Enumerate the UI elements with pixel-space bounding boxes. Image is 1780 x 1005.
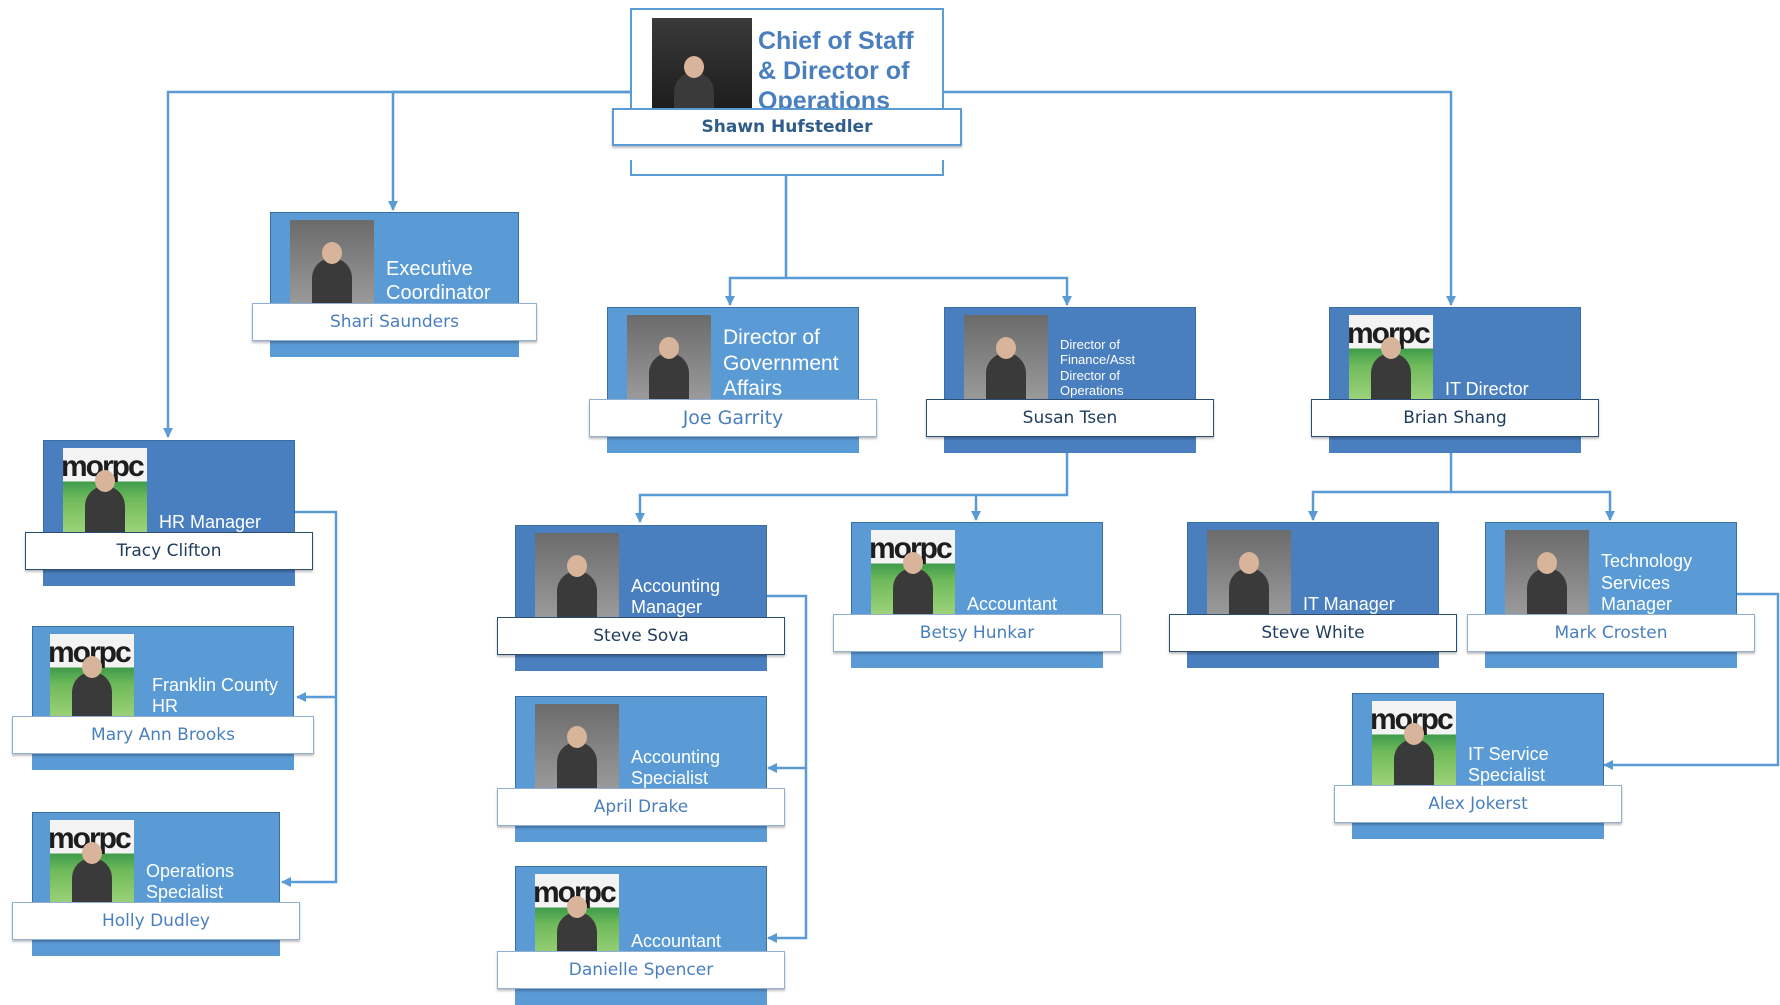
connector-hr-franklin xyxy=(293,510,338,702)
connector-chief-hr xyxy=(163,90,630,438)
name-label: Shari Saunders xyxy=(252,303,537,341)
connector-chief-itdir xyxy=(942,90,1456,306)
role-title: Accountant xyxy=(631,931,722,952)
card-accounting-specialist: Accounting Specialist April Drake xyxy=(497,696,785,842)
card-accountant-danielle: morpc Accountant Danielle Spencer xyxy=(497,866,785,1005)
photo-joe-garrity xyxy=(627,315,711,399)
name-label: Mary Ann Brooks xyxy=(12,716,314,754)
name-label: Mark Crosten xyxy=(1467,614,1755,652)
photo-mark-crosten xyxy=(1505,530,1589,614)
name-label: Danielle Spencer xyxy=(497,951,785,989)
role-title: IT Service Specialist xyxy=(1468,743,1549,786)
connector-acctmgr-spec xyxy=(764,594,808,773)
connector-chief-exec xyxy=(388,90,630,211)
card-director-finance: Director of Finance/Asst Director of Ope… xyxy=(926,307,1214,453)
card-franklin-county-hr: morpc Franklin County HR Mary Ann Brooks xyxy=(12,626,314,770)
name-label: Susan Tsen xyxy=(926,399,1214,437)
card-it-manager: IT Manager Steve White xyxy=(1169,522,1457,668)
name-label: Betsy Hunkar xyxy=(833,614,1121,652)
role-title: Accounting Manager xyxy=(631,575,721,618)
card-it-director: morpc IT Director Brian Shang xyxy=(1311,307,1599,453)
role-title: Technology Services Manager xyxy=(1601,551,1693,615)
name-label: Brian Shang xyxy=(1311,399,1599,437)
connector-acctmgr-acct2 xyxy=(767,768,808,943)
connector-itdir-children xyxy=(1308,452,1453,521)
role-title: Accountant xyxy=(967,594,1058,615)
role-title: Chief of Staff & Director of Operations xyxy=(758,27,914,115)
name-label: Steve Sova xyxy=(497,617,785,655)
name-label: April Drake xyxy=(497,788,785,826)
role-title: IT Director xyxy=(1445,379,1529,400)
photo-susan-tsen xyxy=(964,315,1048,399)
connector-techsvc-itsvc xyxy=(1603,592,1780,770)
role-title: Operations Specialist xyxy=(146,860,235,903)
connector-fin-children xyxy=(635,452,1069,523)
name-label: Steve White xyxy=(1169,614,1457,652)
card-technology-services-manager: Technology Services Manager Mark Crosten xyxy=(1467,522,1755,668)
role-title: Director of Government Affairs xyxy=(723,326,839,400)
role-title: Accounting Specialist xyxy=(631,746,721,789)
role-title: IT Manager xyxy=(1303,594,1395,615)
role-title: Director of Finance/Asst Director of Ope… xyxy=(1060,336,1136,399)
card-it-service-specialist: morpc IT Service Specialist Alex Jokerst xyxy=(1334,693,1622,839)
card-bottom-strip xyxy=(630,160,944,176)
name-label: Shawn Hufstedler xyxy=(612,108,962,146)
connector-hr-ops xyxy=(281,697,338,887)
photo-shawn-hufstedler xyxy=(652,18,752,118)
photo-april-drake xyxy=(535,704,619,788)
photo-steve-white xyxy=(1207,530,1291,614)
connector-chief-gov xyxy=(725,276,786,306)
card-accountant-betsy: morpc Accountant Betsy Hunkar xyxy=(833,522,1121,668)
name-label: Holly Dudley xyxy=(12,902,300,940)
name-label: Alex Jokerst xyxy=(1334,785,1622,823)
photo-danielle-spencer: morpc xyxy=(535,874,619,958)
card-director-government-affairs: Director of Government Affairs Joe Garri… xyxy=(589,307,877,453)
photo-tracy-clifton: morpc xyxy=(63,448,147,532)
photo-mary-ann-brooks: morpc xyxy=(50,634,134,718)
name-label: Joe Garrity xyxy=(589,399,877,437)
photo-brian-shang: morpc xyxy=(1349,315,1433,399)
card-accounting-manager: Accounting Manager Steve Sova xyxy=(497,525,785,671)
photo-steve-sova xyxy=(535,533,619,617)
connector-itdir-techsvc xyxy=(1451,490,1615,521)
role-title: HR Manager xyxy=(159,512,262,533)
name-label: Tracy Clifton xyxy=(25,532,313,570)
photo-alex-jokerst: morpc xyxy=(1372,701,1456,785)
role-title: Franklin County HR xyxy=(152,674,279,717)
photo-holly-dudley: morpc xyxy=(50,820,134,904)
connector-chief-fin xyxy=(786,276,1072,306)
card-hr-manager: morpc HR Manager Tracy Clifton xyxy=(25,440,313,586)
card-executive-coordinator: Executive Coordinator Shari Saunders xyxy=(252,212,537,357)
role-title: Executive Coordinator xyxy=(386,258,491,304)
photo-betsy-hunkar: morpc xyxy=(871,530,955,614)
card-chief-of-staff: Chief of Staff & Director of Operations … xyxy=(612,8,962,176)
card-operations-specialist: morpc Operations Specialist Holly Dudley xyxy=(12,812,300,956)
photo-shari-saunders xyxy=(290,220,374,304)
